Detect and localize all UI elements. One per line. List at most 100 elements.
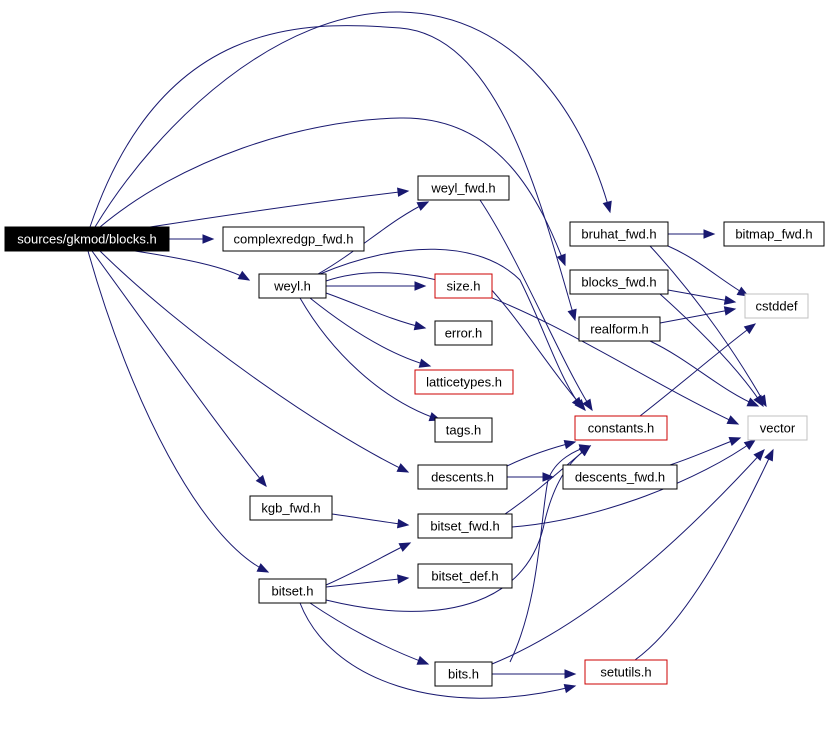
node-box-bits <box>434 661 493 687</box>
edge-weyl-to-tags <box>299 297 441 421</box>
node-label-tags: tags.h <box>446 423 481 438</box>
edge-blocks-to-descents <box>99 250 409 473</box>
node-size[interactable]: size.h <box>434 273 493 299</box>
edge-realform-to-vector <box>649 340 759 407</box>
edge-weyl-to-weyl-fwd-arrowhead <box>416 201 430 211</box>
node-label-bitmap-fwd: bitmap_fwd.h <box>735 227 812 242</box>
node-weyl-fwd[interactable]: weyl_fwd.h <box>417 175 510 201</box>
node-box-weyl-fwd <box>417 175 510 201</box>
node-label-size: size.h <box>447 279 481 294</box>
edge-bitset-to-setutils-arrowhead <box>563 683 577 694</box>
edges-layer <box>87 11 774 699</box>
node-label-descents: descents.h <box>431 470 494 485</box>
node-constants[interactable]: constants.h <box>574 415 668 441</box>
node-box-tags <box>434 417 493 443</box>
node-box-descents <box>417 464 508 490</box>
node-box-descents-fwd <box>562 464 678 490</box>
node-label-bitset-fwd: bitset_fwd.h <box>430 519 499 534</box>
edge-blocks-fwd-to-cstddef-arrowhead <box>723 295 737 305</box>
edge-weyl-to-error <box>325 292 426 329</box>
node-bits[interactable]: bits.h <box>434 661 493 687</box>
node-error[interactable]: error.h <box>434 320 493 346</box>
edge-descents-to-constants <box>506 441 576 467</box>
node-latticetypes[interactable]: latticetypes.h <box>414 369 514 395</box>
node-box-blocks <box>4 226 170 252</box>
edge-bits-to-vector <box>491 449 765 665</box>
edge-descents-to-constants-arrowhead <box>563 439 577 450</box>
node-box-constants <box>574 415 668 441</box>
edge-blocks-to-blocks-fwd <box>99 117 566 266</box>
node-box-cstddef <box>744 293 809 319</box>
edge-blocks-to-bitset-arrowhead <box>256 563 270 573</box>
node-label-realform: realform.h <box>590 322 649 337</box>
node-label-constants: constants.h <box>588 421 655 436</box>
node-descents[interactable]: descents.h <box>417 464 508 490</box>
node-box-kgb-fwd <box>249 495 333 521</box>
edge-bits-to-vector-arrowhead <box>753 449 765 461</box>
node-blocks[interactable]: sources/gkmod/blocks.h <box>4 226 170 252</box>
edge-bruhat-fwd-to-vector <box>649 245 767 407</box>
edge-weyl-to-vector-arrowhead <box>726 415 740 425</box>
node-box-bitmap-fwd <box>723 221 825 247</box>
edge-weyl-to-latticetypes-arrowhead <box>418 358 432 368</box>
edge-realform-to-cstddef <box>659 308 736 324</box>
edge-weyl-to-latticetypes <box>309 297 431 367</box>
edge-bitset-to-bitset-fwd-arrowhead <box>398 542 412 552</box>
edge-blocks-to-bruhat-fwd <box>94 11 611 228</box>
node-weyl[interactable]: weyl.h <box>258 273 327 299</box>
node-box-blocks-fwd <box>569 269 669 295</box>
node-bitset[interactable]: bitset.h <box>258 578 327 604</box>
edge-blocks-to-weyl <box>134 250 250 281</box>
edge-bits-to-setutils-arrowhead <box>564 669 577 679</box>
edge-blocks-to-descents-arrowhead <box>396 463 410 473</box>
node-setutils[interactable]: setutils.h <box>584 659 668 685</box>
node-box-vector <box>747 415 808 441</box>
node-box-latticetypes <box>414 369 514 395</box>
edge-blocks-to-weyl-fwd <box>149 190 409 228</box>
node-label-blocks-fwd: blocks_fwd.h <box>581 275 656 290</box>
node-box-setutils <box>584 659 668 685</box>
node-kgb-fwd[interactable]: kgb_fwd.h <box>249 495 333 521</box>
node-bitset-fwd[interactable]: bitset_fwd.h <box>417 513 513 539</box>
edge-constants-to-cstddef-arrowhead <box>743 323 757 335</box>
node-bitset-def[interactable]: bitset_def.h <box>417 563 513 589</box>
edge-weyl-fwd-to-constants <box>479 199 593 411</box>
node-label-bitset-def: bitset_def.h <box>431 569 498 584</box>
edge-descents-fwd-to-vector-arrowhead <box>728 437 742 446</box>
edge-weyl-to-error-arrowhead <box>413 321 427 331</box>
edge-blocks-fwd-to-vector-arrowhead <box>753 394 764 408</box>
node-label-latticetypes: latticetypes.h <box>426 375 502 390</box>
edge-realform-to-cstddef-arrowhead <box>723 306 737 316</box>
node-bitmap-fwd[interactable]: bitmap_fwd.h <box>723 221 825 247</box>
node-box-complexredgp-fwd <box>222 226 365 252</box>
node-complexredgp-fwd[interactable]: complexredgp_fwd.h <box>222 226 365 252</box>
edge-blocks-to-kgb-fwd-arrowhead <box>255 474 267 488</box>
node-blocks-fwd[interactable]: blocks_fwd.h <box>569 269 669 295</box>
node-bruhat-fwd[interactable]: bruhat_fwd.h <box>569 221 669 247</box>
node-tags[interactable]: tags.h <box>434 417 493 443</box>
node-label-weyl: weyl.h <box>273 279 311 294</box>
edge-blocks-to-blocks-fwd-arrowhead <box>556 253 566 267</box>
edge-kgb-fwd-to-bitset-fwd <box>331 513 409 526</box>
edge-bitset-fwd-to-vector <box>511 439 756 528</box>
edge-setutils-to-vector <box>634 449 774 661</box>
node-box-bitset-fwd <box>417 513 513 539</box>
node-box-error <box>434 320 493 346</box>
edge-kgb-fwd-to-bitset-fwd-arrowhead <box>396 518 410 529</box>
edge-size-to-constants-arrowhead <box>574 398 586 412</box>
edge-bitset-to-bitset-def-arrowhead <box>397 574 410 584</box>
edge-constants-to-cstddef <box>639 323 756 417</box>
node-cstddef[interactable]: cstddef <box>744 293 809 319</box>
edge-blocks-to-kgb-fwd <box>91 250 267 487</box>
node-vector[interactable]: vector <box>747 415 808 441</box>
edge-blocks-to-bruhat-fwd-arrowhead <box>602 200 612 214</box>
edge-bitset-to-setutils <box>299 602 576 699</box>
edge-weyl-to-vector <box>325 272 739 425</box>
node-descents-fwd[interactable]: descents_fwd.h <box>562 464 678 490</box>
edge-bitset-fwd-to-vector-arrowhead <box>743 439 757 450</box>
edge-bitset-to-bits <box>309 602 429 665</box>
node-realform[interactable]: realform.h <box>578 316 661 342</box>
node-label-vector: vector <box>760 421 796 436</box>
edge-size-to-constants <box>487 285 586 411</box>
edge-weyl-to-weyl-fwd <box>317 201 429 275</box>
